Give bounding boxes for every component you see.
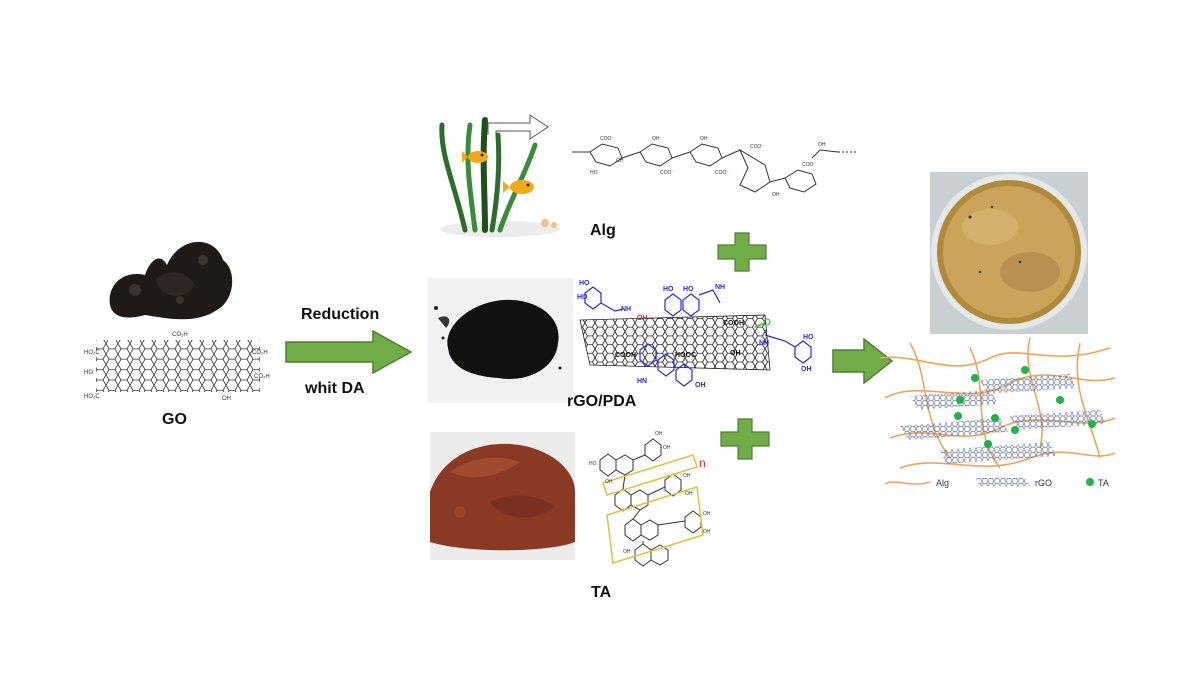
svg-text:OH: OH [655,431,663,437]
svg-text:COO⁻: COO⁻ [802,162,816,168]
svg-text:COO⁻: COO⁻ [600,136,614,142]
reduction-arrow [285,330,413,374]
composite-schematic: Alg rGO TA [880,338,1120,498]
svg-text:HO: HO [589,461,597,467]
go-structure: HO₂C HO HO₂C CO₂H CO₂H CO₂H OH [82,328,272,403]
seaweed-illustration [430,105,570,240]
alginate-structure: COO⁻ OH HO OH COO⁻ OH COO⁻ COO⁻ OH COO⁻ OH [570,130,860,205]
svg-text:CO₂H: CO₂H [254,374,270,380]
legend-ta-label: TA [1098,478,1109,488]
svg-text:OH: OH [663,445,671,451]
svg-text:COO⁻: COO⁻ [660,170,674,176]
with-da-label: whit DA [305,380,365,397]
svg-text:OH: OH [652,136,660,142]
rgo-pda-label: rGO/PDA [567,393,637,410]
go-label: GO [162,411,187,428]
svg-text:OH: OH [700,136,708,142]
ta-label: TA [591,584,612,601]
svg-text:NH: NH [715,284,725,291]
svg-text:HO: HO [803,334,814,341]
svg-text:HO₂C: HO₂C [84,394,100,400]
svg-text:OH: OH [818,142,826,148]
svg-text:OH: OH [703,529,711,535]
svg-text:OH: OH [801,366,812,373]
rgo-pda-powder-photo [428,278,573,403]
svg-text:HO: HO [577,294,588,301]
svg-text:OH: OH [616,158,624,164]
legend-ta-dot [1086,478,1094,486]
svg-text:HOOC: HOOC [675,352,696,359]
ta-repeat-n: n [699,456,706,470]
plus-icon-1 [717,232,767,272]
svg-text:HN: HN [637,378,647,385]
svg-text:NH: NH [621,306,631,313]
svg-text:OH: OH [637,315,648,322]
legend-alg-label: Alg [936,478,949,488]
svg-text:OH: OH [605,479,613,485]
svg-text:NH: NH [759,340,769,347]
rgo-pda-structure: HO HO NH HO HO NH NH OH HO HN OH COOH CO… [575,275,825,400]
svg-text:HO: HO [579,280,590,287]
svg-text:HO: HO [663,286,674,293]
alg-label: Alg [590,222,616,239]
ta-structure: n OH OH HO OH OH OH OH OH OH [585,425,725,570]
svg-text:CO₂H: CO₂H [252,350,268,356]
svg-text:OH: OH [623,549,631,555]
svg-text:CO₂H: CO₂H [172,332,188,338]
svg-text:OH: OH [222,396,231,402]
svg-text:OH: OH [683,473,691,479]
svg-text:OH: OH [695,382,706,389]
legend-rgo-label: rGO [1035,478,1052,488]
svg-text:HO: HO [683,286,694,293]
svg-text:COOH: COOH [723,320,744,327]
svg-text:OH: OH [772,192,780,198]
svg-text:COOH: COOH [615,352,636,359]
svg-text:COO⁻: COO⁻ [750,144,764,150]
svg-text:OH: OH [703,511,711,517]
result-arrow [832,338,894,384]
ta-powder-photo [430,432,575,560]
svg-text:OH: OH [685,491,693,497]
go-powder-photo [105,230,245,325]
reduction-label: Reduction [301,306,380,323]
plus-icon-2 [720,418,770,460]
svg-text:HO: HO [84,370,93,376]
svg-text:OH: OH [730,350,741,357]
svg-text:HO: HO [590,170,598,176]
film-photo [930,172,1088,334]
svg-text:COO⁻: COO⁻ [715,170,729,176]
svg-text:HO₂C: HO₂C [84,350,100,356]
